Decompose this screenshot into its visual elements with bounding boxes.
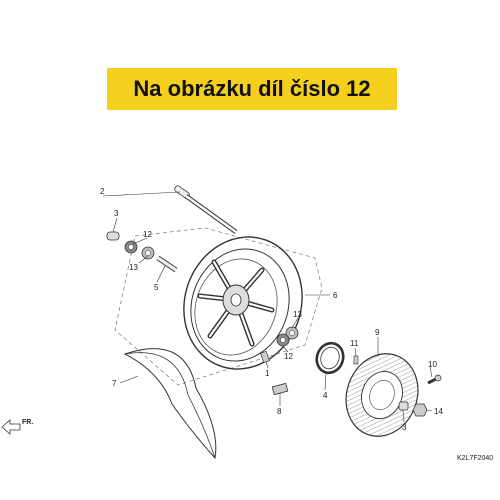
- callout-10: 10: [428, 360, 437, 369]
- distance-collar: [156, 255, 178, 273]
- callout-13-upper: 13: [129, 263, 138, 272]
- banner-text: Na obrázku díl číslo 12: [133, 76, 371, 101]
- callout-8: 8: [277, 407, 282, 416]
- callout-labels: 2 3 12 13 5 6 13 12 11 1 4 9 10 7 8 3 14: [100, 187, 443, 432]
- callout-12-lower: 12: [284, 352, 293, 361]
- callout-6: 6: [333, 291, 338, 300]
- callout-13-lower: 13: [293, 310, 302, 319]
- callout-1: 1: [265, 369, 270, 378]
- bearing-lower: [276, 333, 290, 347]
- callout-2: 2: [100, 187, 105, 196]
- disk-bolt: [427, 374, 442, 385]
- assembly-outline: [114, 227, 323, 386]
- front-arrow-icon: [1, 419, 21, 435]
- brake-disk: [345, 353, 419, 437]
- collar-lower: [398, 401, 409, 411]
- callout-5: 5: [154, 283, 159, 292]
- bearing-upper: [124, 240, 138, 254]
- part-number-banner: Na obrázku díl číslo 12: [107, 68, 397, 110]
- callout-14: 14: [434, 407, 443, 416]
- front-tire: [123, 348, 217, 460]
- pulser-ring: [315, 341, 345, 375]
- front-direction-indicator: FR.: [1, 419, 33, 435]
- collar-upper: [106, 231, 120, 241]
- front-wheel-rim: [183, 236, 303, 370]
- callout-4: 4: [323, 391, 328, 400]
- callout-12-upper: 12: [143, 230, 152, 239]
- diagram-code: K2L7F2040: [457, 455, 493, 462]
- callout-3-upper: 3: [114, 209, 119, 218]
- dust-seal-upper: [141, 246, 155, 260]
- axle: [174, 185, 238, 234]
- balance-weight: [271, 382, 289, 396]
- tire-valve: [260, 350, 270, 364]
- callout-7: 7: [112, 379, 117, 388]
- front-label: FR.: [22, 419, 33, 426]
- disk-bolt-small: [353, 355, 359, 365]
- callout-11: 11: [350, 339, 359, 348]
- callout-3-lower: 3: [402, 423, 407, 432]
- dust-seal-lower: [285, 326, 299, 340]
- leader-lines: [102, 191, 433, 423]
- callout-9: 9: [375, 328, 380, 337]
- axle-nut: [412, 403, 428, 417]
